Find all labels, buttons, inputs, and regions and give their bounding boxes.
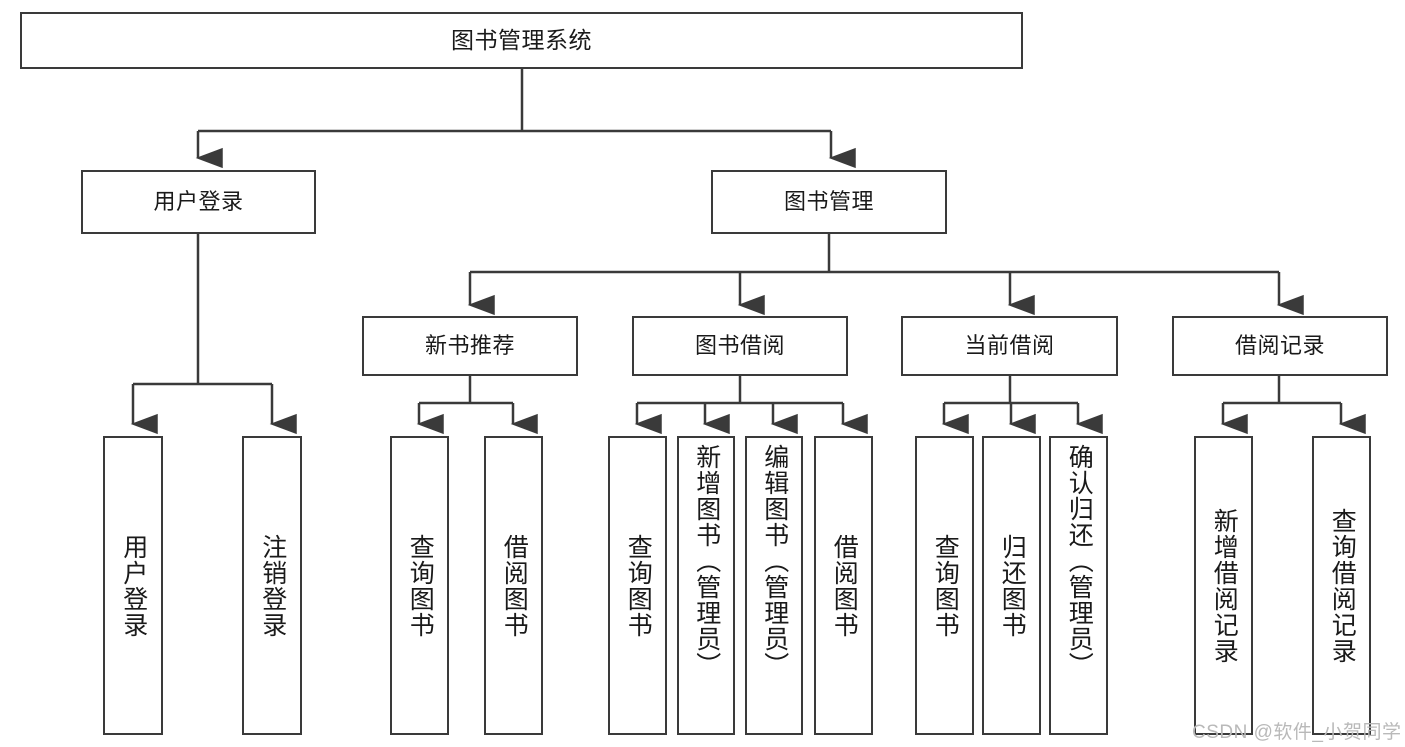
node-label: 查询借阅记录 — [1328, 507, 1357, 664]
node-label: 当前借阅 — [964, 333, 1055, 359]
node-leaf-return-book[interactable]: 归还图书 — [982, 436, 1041, 735]
node-label: 用户登录 — [153, 189, 244, 215]
node-label: 借阅图书 — [500, 533, 529, 638]
node-leaf-query-book-recommend[interactable]: 查询图书 — [390, 436, 449, 735]
node-label: 图书管理 — [783, 189, 874, 215]
node-leaf-borrow-book[interactable]: 借阅图书 — [814, 436, 873, 735]
node-label: 新书推荐 — [424, 333, 515, 359]
node-label: 图书借阅 — [694, 333, 785, 359]
node-leaf-confirm-return-admin[interactable]: 确认归还（管理员） — [1049, 436, 1108, 735]
node-leaf-add-borrow-record[interactable]: 新增借阅记录 — [1194, 436, 1253, 735]
node-borrow-record[interactable]: 借阅记录 — [1172, 316, 1388, 376]
node-current-borrow[interactable]: 当前借阅 — [901, 316, 1118, 376]
node-label: 用户登录 — [119, 533, 148, 638]
csdn-watermark: CSDN @软件_小贺同学 — [1192, 722, 1402, 743]
node-label: 借阅记录 — [1234, 333, 1325, 359]
node-leaf-query-borrow-record[interactable]: 查询借阅记录 — [1312, 436, 1371, 735]
node-leaf-query-book-current[interactable]: 查询图书 — [915, 436, 974, 735]
node-leaf-logout[interactable]: 注销登录 — [242, 436, 302, 735]
node-leaf-borrow-book-recommend[interactable]: 借阅图书 — [484, 436, 543, 735]
node-label: 新增图书（管理员） — [692, 444, 721, 678]
node-label: 查询图书 — [624, 533, 653, 638]
node-label: 借阅图书 — [830, 533, 859, 638]
node-root-book-management-system[interactable]: 图书管理系统 — [20, 12, 1023, 69]
node-user-login[interactable]: 用户登录 — [81, 170, 316, 234]
node-label: 确认归还（管理员） — [1065, 444, 1094, 678]
node-label: 注销登录 — [258, 533, 287, 638]
node-label: 查询图书 — [406, 533, 435, 638]
node-new-book-recommend[interactable]: 新书推荐 — [362, 316, 578, 376]
node-leaf-add-book-admin[interactable]: 新增图书（管理员） — [677, 436, 735, 735]
node-leaf-query-book-borrow[interactable]: 查询图书 — [608, 436, 667, 735]
node-leaf-user-login[interactable]: 用户登录 — [103, 436, 163, 735]
node-book-management[interactable]: 图书管理 — [711, 170, 947, 234]
node-label: 新增借阅记录 — [1210, 507, 1239, 664]
node-book-borrow[interactable]: 图书借阅 — [632, 316, 848, 376]
node-leaf-edit-book-admin[interactable]: 编辑图书（管理员） — [745, 436, 803, 735]
node-label: 编辑图书（管理员） — [760, 444, 789, 678]
node-label: 归还图书 — [998, 533, 1027, 638]
node-label: 查询图书 — [931, 533, 960, 638]
node-label: 图书管理系统 — [451, 26, 592, 53]
